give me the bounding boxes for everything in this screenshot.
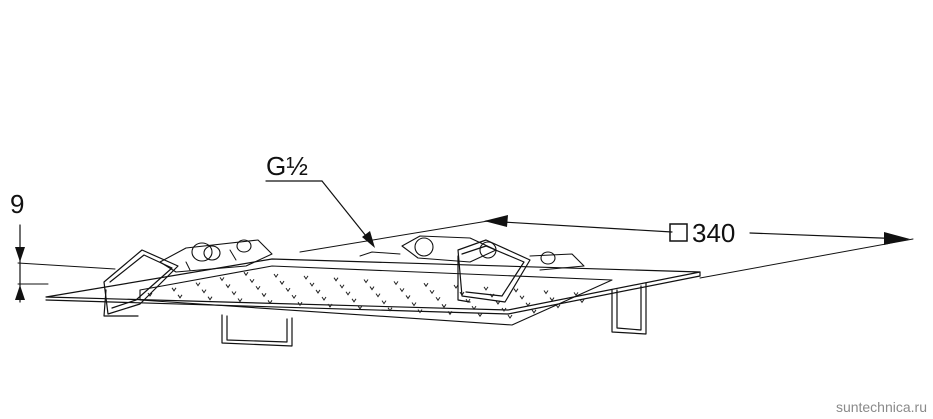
connection-arrow xyxy=(362,231,375,248)
nozzle-mark xyxy=(243,271,249,277)
watermark-text: suntechnica.ru xyxy=(836,399,927,415)
nozzle-mark xyxy=(477,312,483,318)
nozzle-mark xyxy=(573,292,579,297)
nozzle-mark xyxy=(405,295,411,300)
nozzle-mark xyxy=(543,290,549,295)
nozzle-mark xyxy=(147,292,153,297)
nozzle-mark xyxy=(255,285,261,291)
nozzle-mark xyxy=(525,302,531,307)
nozzle-mark xyxy=(411,302,417,307)
nozzle-mark xyxy=(507,314,513,319)
nozzle-mark xyxy=(351,298,357,303)
nozzle-mark xyxy=(381,300,387,305)
nozzle-mark xyxy=(369,286,375,291)
nozzle-mark xyxy=(231,291,237,296)
nozzle-mark xyxy=(501,307,507,312)
nozzle-mark xyxy=(387,307,393,312)
wire-brackets xyxy=(103,239,531,317)
nozzle-mark xyxy=(513,288,519,293)
nozzle-mark xyxy=(171,287,177,292)
size-arrow-right xyxy=(884,232,910,245)
nozzle-mark xyxy=(315,289,321,294)
nozzle-mark xyxy=(399,288,405,293)
nozzle-mark xyxy=(279,280,285,285)
nozzle-mark xyxy=(435,296,441,302)
square-symbol xyxy=(669,223,688,242)
nozzle-mark xyxy=(417,309,423,314)
support-feet xyxy=(221,282,647,347)
nozzle-mark xyxy=(429,289,435,295)
nozzle-mark xyxy=(441,304,447,309)
nozzle-mark xyxy=(297,301,303,307)
nozzle-mark xyxy=(327,303,333,308)
shower-plate xyxy=(45,258,701,326)
size-value-label: 340 xyxy=(692,218,735,248)
height-arrow-bottom xyxy=(15,285,25,300)
nozzle-mark xyxy=(261,293,267,298)
connection-label: G½ xyxy=(266,151,308,181)
nozzle-mark xyxy=(237,298,243,303)
nozzle-mark xyxy=(333,277,339,282)
nozzle-mark xyxy=(195,282,201,287)
nozzle-mark xyxy=(447,311,453,316)
nozzle-mark xyxy=(207,296,213,301)
nozzle-mark xyxy=(549,297,555,302)
nozzle-mark xyxy=(363,279,369,284)
nozzle-mark xyxy=(267,300,273,305)
nozzle-mark xyxy=(519,295,525,300)
nozzle-mark xyxy=(285,287,291,293)
nozzle-mark xyxy=(555,304,561,309)
nozzle-mark xyxy=(339,284,345,289)
nozzle-mark xyxy=(483,286,489,291)
nozzle-mark xyxy=(531,309,537,314)
nozzle-mark xyxy=(393,281,399,286)
nozzle-mark xyxy=(579,299,585,304)
nozzle-mark xyxy=(345,291,351,296)
nozzle-grid xyxy=(147,271,585,319)
nozzle-mark xyxy=(219,277,225,282)
connection-dimension: G½ xyxy=(265,151,375,248)
nozzle-mark xyxy=(357,305,363,310)
nozzle-mark xyxy=(225,284,231,289)
nozzle-mark xyxy=(453,284,459,289)
size-dimension: 340 xyxy=(299,215,914,279)
nozzle-mark xyxy=(273,273,279,278)
height-dimension: 9 xyxy=(10,189,116,303)
nozzle-mark xyxy=(201,289,207,294)
nozzle-mark xyxy=(423,282,429,288)
nozzle-mark xyxy=(321,296,327,301)
nozzle-mark xyxy=(291,294,297,300)
nozzle-mark xyxy=(495,300,501,305)
height-arrow-top xyxy=(15,247,25,262)
nozzle-mark xyxy=(309,282,315,287)
nozzle-mark xyxy=(375,293,381,298)
nozzle-mark xyxy=(177,294,183,299)
size-arrow-left xyxy=(484,215,508,227)
nozzle-mark xyxy=(471,305,477,311)
height-dimension-label: 9 xyxy=(10,189,24,219)
nozzle-mark xyxy=(303,275,309,280)
nozzle-mark xyxy=(249,278,255,284)
inlet-fittings xyxy=(159,235,585,273)
